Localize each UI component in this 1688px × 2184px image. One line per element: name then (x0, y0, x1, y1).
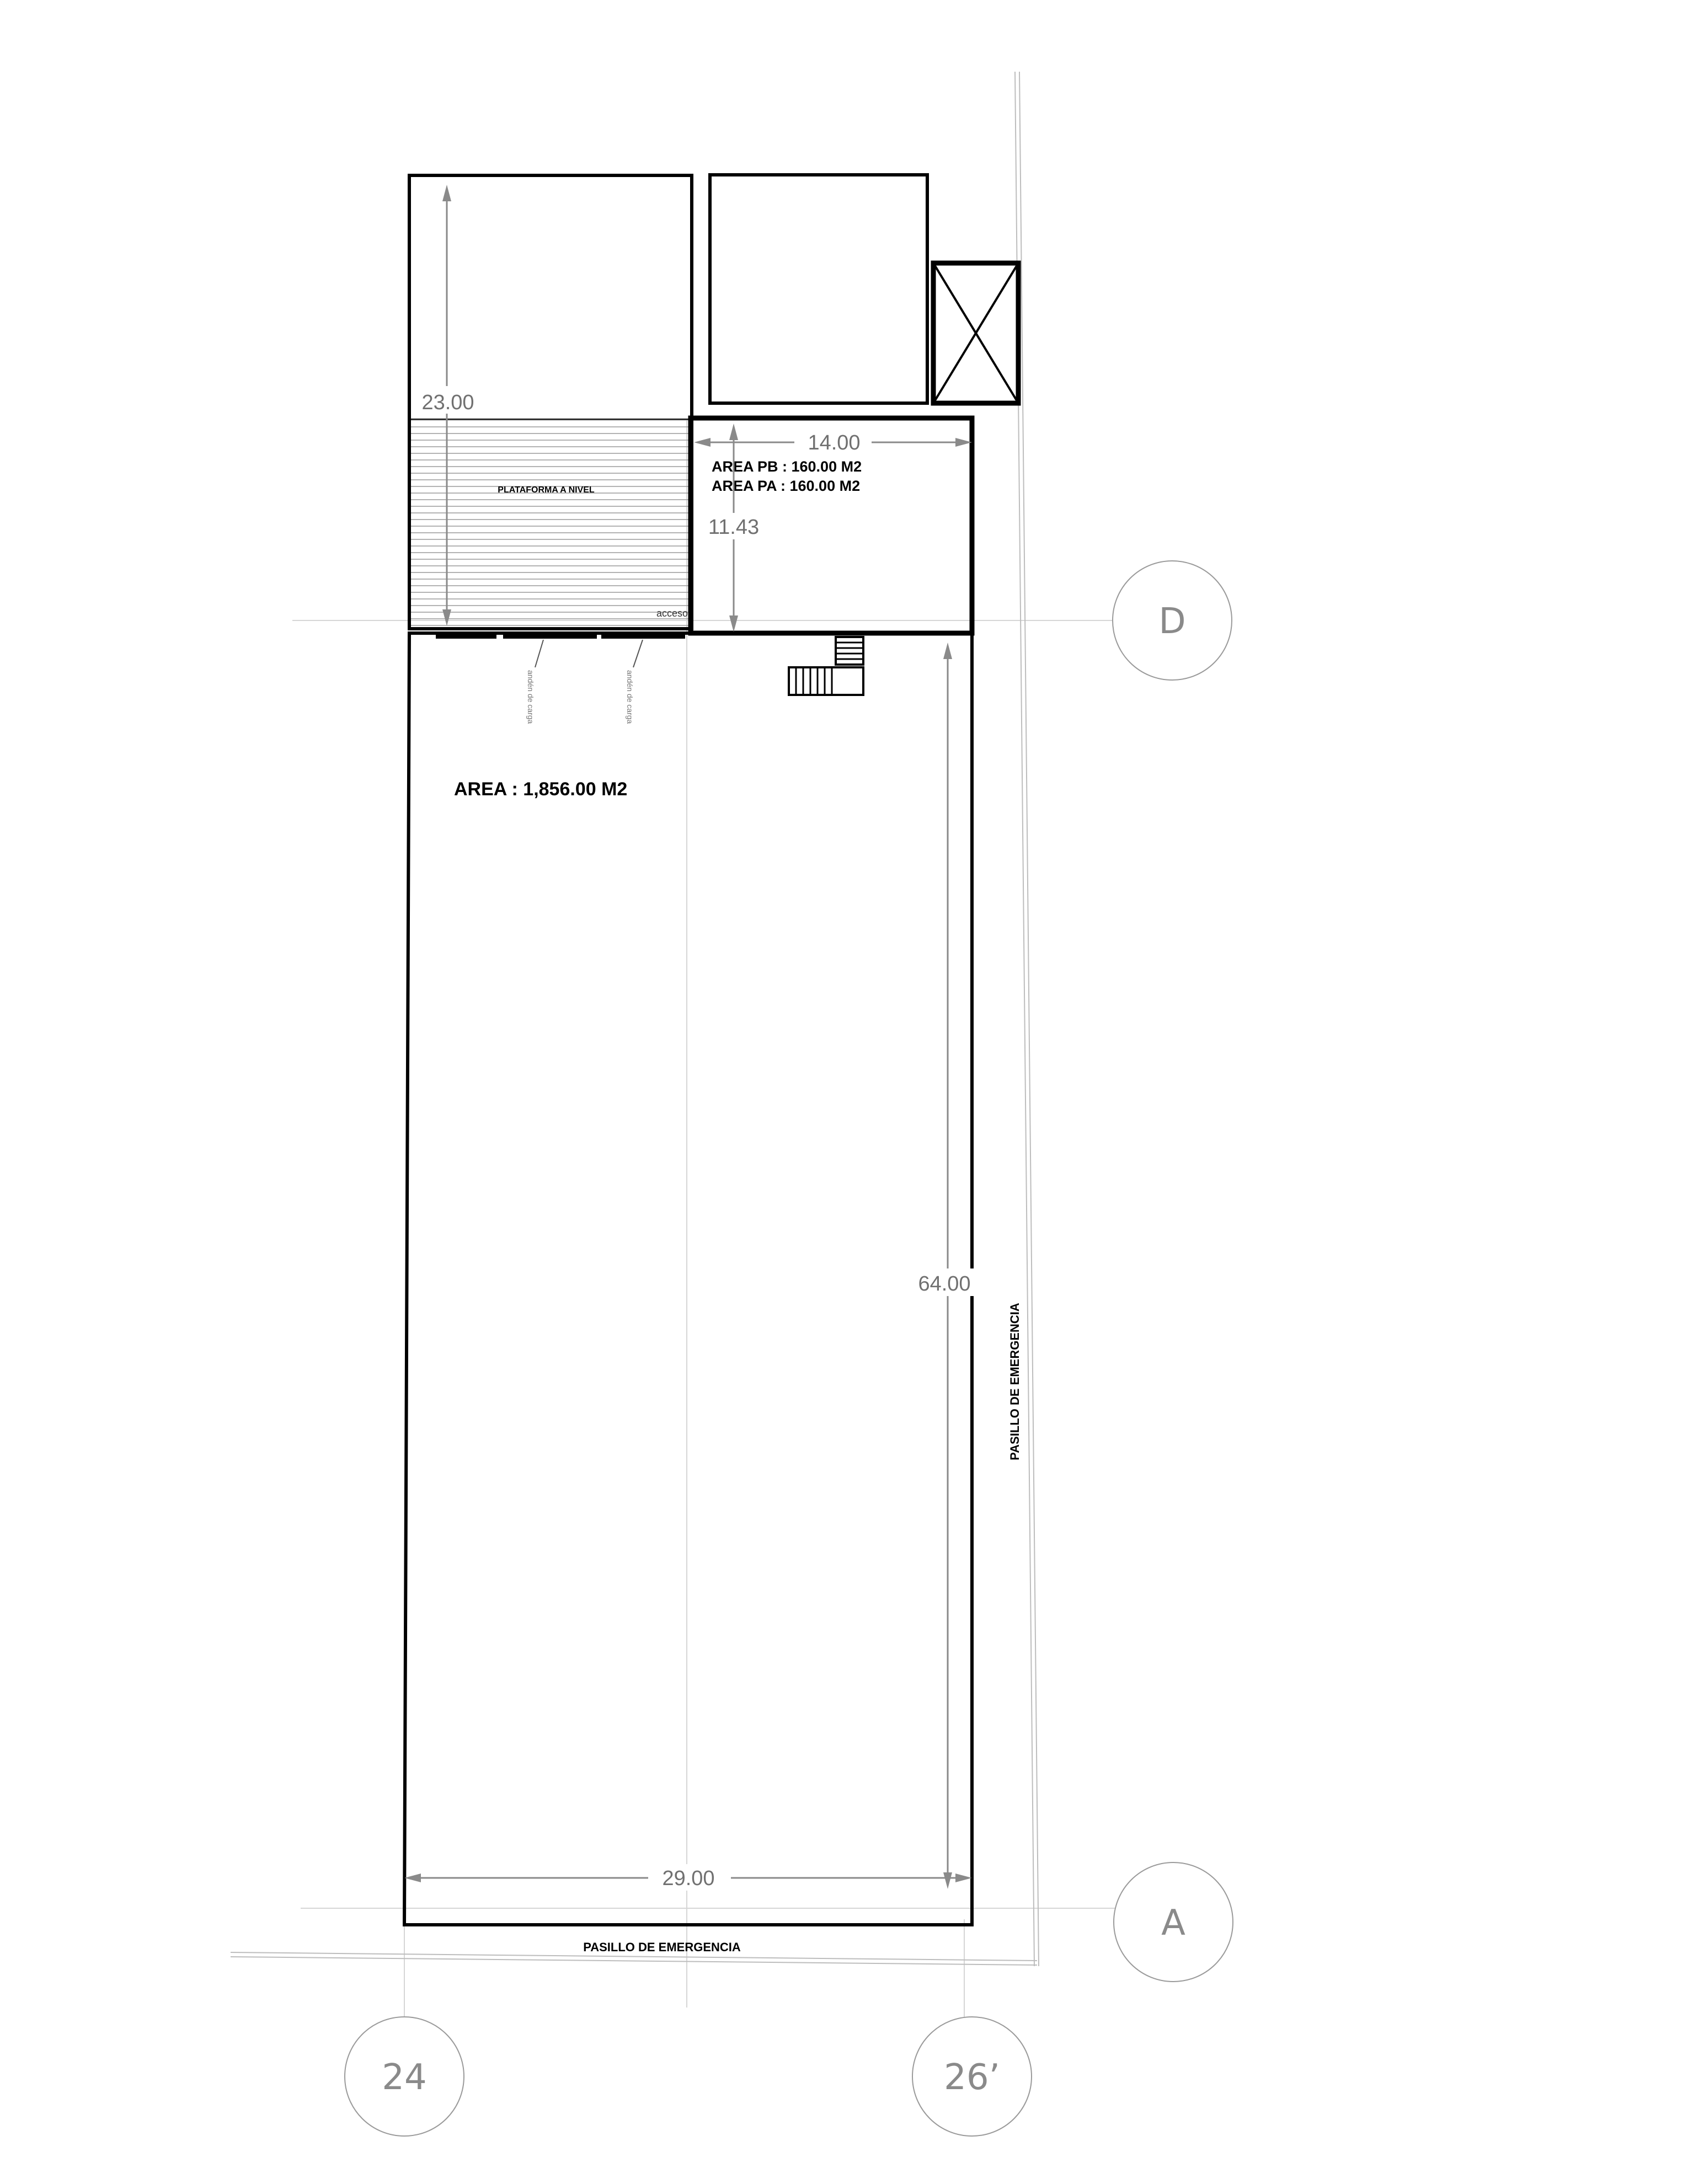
dimension-platform-height: 23.00 (416, 185, 483, 626)
axis-bubble-24: 24 (344, 2016, 464, 2137)
axis-bubble-a: A (1113, 1862, 1233, 1982)
office-area-pa: AREA PA : 160.00 M2 (712, 478, 860, 494)
dimension-office-height: 11.43 (703, 424, 764, 632)
office-height-dimension: 11.43 (708, 516, 759, 539)
emergency-corridor-bottom: PASILLO DE EMERGENCIA (583, 1940, 741, 1954)
dimension-warehouse-width: 29.00 (404, 1864, 972, 1891)
loading-docks: andén de carga andén de carga (436, 633, 685, 724)
platform-label: PLATAFORMA A NIVEL (498, 485, 595, 495)
warehouse-area: AREA : 1,856.00 M2 (454, 779, 627, 800)
shaft-x-box (931, 260, 1021, 406)
axis-bubble-d: D (1112, 560, 1232, 681)
dock-label-1: andén de carga (526, 670, 535, 724)
warehouse-width-dimension: 29.00 (662, 1867, 714, 1890)
stair-icon (788, 636, 864, 696)
warehouse-length-dimension: 64.00 (918, 1272, 970, 1296)
office-area-pb: AREA PB : 160.00 M2 (712, 458, 862, 475)
office-block: AREA PB : 160.00 M2 AREA PA : 160.00 M2 (688, 415, 975, 636)
emergency-corridor-right: PASILLO DE EMERGENCIA (1008, 1303, 1022, 1460)
access-label: acceso (656, 608, 688, 619)
svg-text:24: 24 (382, 2057, 426, 2098)
dimension-office-width: 14.00 (694, 429, 972, 454)
property-boundary (230, 71, 1039, 1967)
svg-text:26’: 26’ (944, 2057, 1000, 2098)
warehouse: AREA : 1,856.00 M2 (402, 631, 974, 1926)
dock-label-2: andén de carga (626, 670, 634, 724)
platform-outline (408, 174, 693, 630)
upper-room (708, 173, 929, 405)
platform-hatch (411, 419, 690, 628)
svg-text:D: D (1158, 601, 1185, 642)
axis-bubble-26: 26’ (912, 2016, 1032, 2137)
svg-text:A: A (1161, 1903, 1185, 1944)
warehouse-outline (402, 631, 974, 1926)
dimension-warehouse-length: 64.00 (913, 643, 979, 1889)
office-width-dimension: 14.00 (808, 431, 860, 454)
grid-guides (292, 419, 1120, 2030)
platform-height-dimension: 23.00 (421, 391, 474, 414)
loading-platform: PLATAFORMA A NIVEL acceso (408, 174, 693, 630)
